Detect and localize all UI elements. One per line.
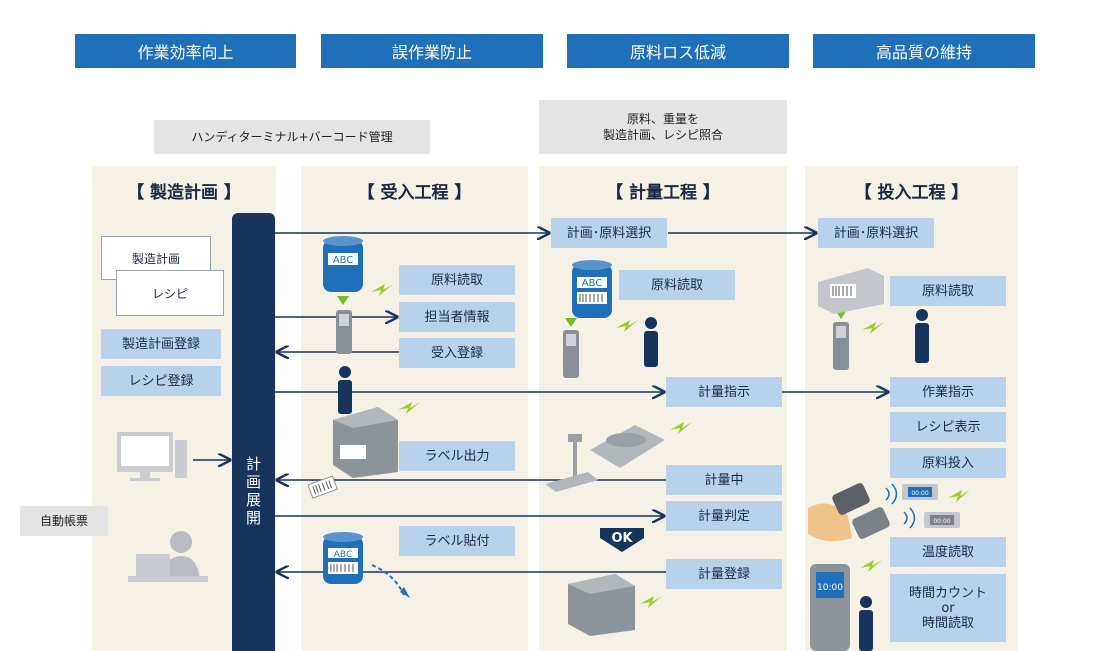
- ok-badge-icon: OK: [600, 528, 644, 552]
- box-weigh-read-material: 原料読取: [619, 270, 735, 300]
- box-input-select: 計画･原料選択: [818, 218, 934, 248]
- timer-text: 10:00: [817, 583, 843, 593]
- register-printer-icon: [568, 574, 635, 636]
- plan-deployment-spine: [232, 213, 275, 651]
- document-recipe: レシピ: [116, 270, 224, 316]
- person-icon: [644, 317, 658, 367]
- drum-abc-text: ABC: [334, 550, 352, 560]
- document-plan-label: 製造計画: [131, 251, 180, 266]
- box-work-instruction: 作業指示: [890, 377, 1006, 407]
- box-receive-register: 受入登録: [399, 338, 515, 368]
- bolt-icons: [371, 284, 970, 608]
- box-weigh-judgement: 計量判定: [666, 501, 782, 531]
- bolt-icon: [398, 402, 420, 414]
- box-recipe-display: レシピ表示: [890, 412, 1006, 442]
- bolt-icon: [948, 490, 970, 502]
- lcd-text: 00:00: [933, 518, 950, 525]
- box-time-count: 時間カウント or 時間読取: [890, 574, 1006, 642]
- column-plan-title: 【 製造計画 】: [127, 183, 241, 203]
- lcd-display-icon: 00:00: [902, 484, 938, 500]
- box-time-count-line2: or: [941, 600, 955, 616]
- bolt-icon: [616, 320, 638, 332]
- box-label-print: ラベル出力: [399, 441, 515, 471]
- hand-scanner-icon: [808, 483, 916, 542]
- drum-abc-text: ABC: [333, 255, 354, 266]
- dashed-arrow-icon: [371, 564, 405, 596]
- spine-label: 計 画 展 開: [232, 455, 275, 527]
- labeled-drum-icon: ABC: [323, 532, 363, 584]
- spine-char: 開: [245, 509, 261, 527]
- spine-char: 画: [245, 473, 261, 491]
- note-collation-line1: 原料、重量を: [626, 112, 699, 126]
- box-time-count-line1: 時間カウント: [908, 585, 987, 601]
- note-auto-report: 自動帳票: [20, 506, 108, 536]
- barcode-drum-icon: ABC: [572, 260, 612, 318]
- scale-icon: [545, 425, 665, 492]
- barcode-label-icon: [307, 475, 338, 499]
- barcode-drum-icon: ABC: [323, 236, 363, 305]
- box-weigh-select: 計画･原料選択: [551, 218, 667, 248]
- label-printer-icon: [333, 407, 398, 478]
- bolt-icon: [670, 422, 692, 434]
- spine-char: 展: [245, 491, 261, 509]
- box-temp-read: 温度読取: [890, 537, 1006, 567]
- box-register-plan: 製造計画登録: [101, 329, 221, 359]
- bolt-icon: [371, 284, 393, 296]
- box-receive-read-material: 原料読取: [399, 265, 515, 295]
- box-label-attach: ラベル貼付: [399, 526, 515, 556]
- box-register-recipe: レシピ登録: [101, 366, 221, 396]
- goal-quality: 高品質の維持: [813, 34, 1035, 68]
- pc-monitor-icon: [117, 432, 187, 481]
- goal-efficiency: 作業効率向上: [75, 34, 296, 68]
- bolt-icon: [860, 560, 882, 572]
- ok-text: OK: [611, 531, 633, 546]
- flow-arrows: [193, 233, 888, 572]
- handheld-scanner-icon: [336, 310, 352, 354]
- person-desk-icon: [128, 531, 208, 582]
- dashed-arrow-head-icon: [400, 587, 410, 598]
- box-weigh-instruction: 計量指示: [666, 377, 782, 407]
- timer-device-icon: 10:00: [810, 564, 850, 651]
- box-operator-info: 担当者情報: [399, 302, 515, 332]
- person-icon: [338, 366, 352, 414]
- column-input-title: 【 投入工程 】: [854, 183, 969, 203]
- person-icon: [859, 596, 873, 651]
- box-input-read-material: 原料読取: [890, 276, 1006, 306]
- drum-abc-text: ABC: [582, 278, 603, 289]
- handheld-scanner-icon: [833, 310, 849, 370]
- column-receive-title: 【 受入工程 】: [357, 183, 472, 203]
- fixed-reader-icon: [818, 268, 884, 314]
- lcd-text: 00:00: [911, 490, 928, 497]
- bolt-icon: [862, 322, 884, 334]
- handheld-scanner-icon: [563, 318, 579, 378]
- box-material-input: 原料投入: [890, 448, 1006, 478]
- box-time-count-line3: 時間読取: [921, 615, 974, 631]
- column-weigh-title: 【 計量工程 】: [606, 183, 720, 203]
- note-collation-line2: 製造計画、レシピ照合: [602, 128, 723, 142]
- lcd-display-icon: 00:00: [924, 512, 960, 528]
- box-weigh-register: 計量登録: [666, 559, 782, 589]
- box-weighing: 計量中: [666, 465, 782, 495]
- person-icon: [915, 309, 929, 363]
- note-handy-terminal: ハンディターミナル+バーコード管理: [154, 120, 430, 154]
- spine-char: 計: [245, 455, 261, 473]
- bolt-icon: [640, 596, 662, 608]
- goal-error-prevention: 誤作業防止: [321, 34, 543, 68]
- document-recipe-label: レシピ: [151, 286, 188, 301]
- goal-loss-reduction: 原料ロス低減: [567, 34, 789, 68]
- note-collation: 原料、重量を 製造計画、レシピ照合: [539, 100, 787, 154]
